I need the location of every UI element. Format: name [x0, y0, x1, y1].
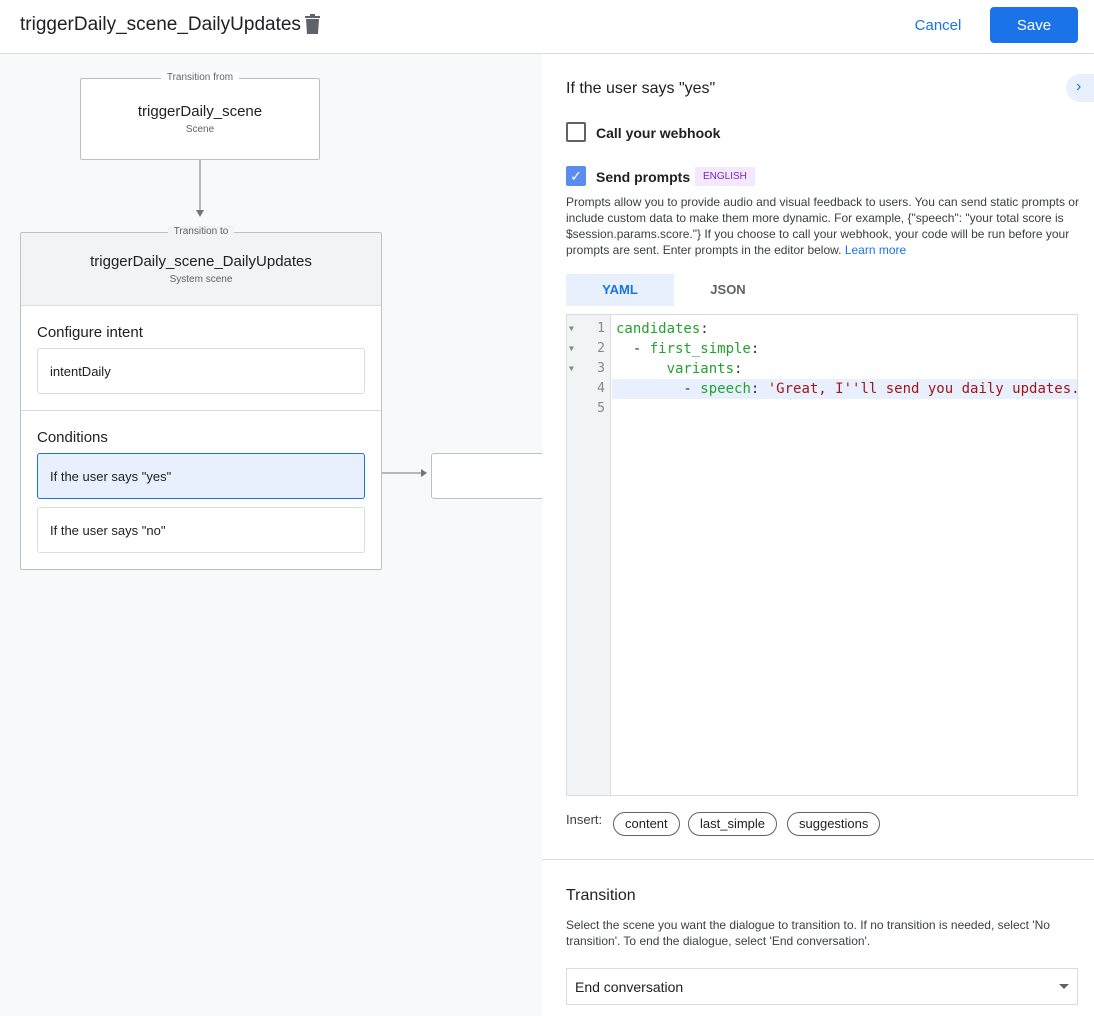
page-title: triggerDaily_scene_DailyUpdates [20, 14, 301, 35]
conditions-label: Conditions [37, 429, 108, 446]
line-gutter: ▼ 1 ▼ 2 ▼ 3 4 5 [567, 315, 611, 795]
insert-label: Insert: [566, 812, 603, 827]
webhook-label: Call your webhook [596, 125, 721, 141]
node-name: triggerDaily_scene_DailyUpdates [90, 253, 312, 270]
condition-yes[interactable]: If the user says "yes" [37, 453, 365, 499]
transition-select[interactable]: End conversation [566, 968, 1078, 1005]
chip-suggestions[interactable]: suggestions [787, 812, 881, 836]
line-number: 1 [597, 321, 605, 336]
selected-value: End conversation [575, 979, 684, 995]
chip-content[interactable]: content [613, 812, 680, 836]
legend: Transition from [160, 72, 240, 83]
send-prompts-label: Send prompts [596, 169, 691, 185]
node-type: System scene [169, 274, 233, 285]
scene-canvas: Transition from triggerDaily_scene Scene… [0, 54, 542, 1016]
tab-json[interactable]: JSON [710, 282, 746, 297]
code-line: - speech: 'Great, I''ll send you daily u… [612, 379, 1077, 399]
line-number: 2 [597, 341, 605, 356]
dropdown-arrow-icon [1059, 984, 1069, 989]
node-type: Scene [185, 124, 215, 135]
send-prompts-checkbox[interactable]: ✓ [566, 166, 586, 186]
divider [542, 859, 1094, 860]
legend: Transition to [167, 226, 235, 237]
tab-yaml[interactable]: YAML [566, 274, 674, 306]
cancel-button[interactable]: Cancel [905, 8, 971, 42]
node-name: triggerDaily_scene [137, 103, 263, 120]
panel-title: If the user says "yes" [566, 80, 716, 97]
save-button[interactable]: Save [990, 7, 1078, 43]
chip-last-simple[interactable]: last_simple [688, 812, 778, 836]
detail-panel: › If the user says "yes" Call your webho… [542, 54, 1094, 1016]
intent-item[interactable]: intentDaily [37, 348, 365, 394]
line-number: 4 [597, 381, 605, 396]
fold-icon[interactable]: ▼ [569, 364, 574, 373]
transition-description: Select the scene you want the dialogue t… [566, 918, 1050, 948]
prompts-description: Prompts allow you to provide audio and v… [566, 194, 1081, 258]
trash-icon[interactable] [304, 14, 321, 34]
code-line: candidates: [616, 321, 709, 337]
transition-from-node[interactable]: Transition from triggerDaily_scene Scene [80, 72, 320, 160]
line-number: 3 [597, 361, 605, 376]
learn-more-link[interactable]: Learn more [844, 243, 907, 257]
transition-title: Transition [566, 887, 636, 904]
chevron-right-icon[interactable]: › [1066, 74, 1094, 102]
transition-to-node: Transition to triggerDaily_scene_DailyUp… [20, 226, 382, 570]
webhook-checkbox[interactable] [566, 122, 586, 142]
target-node[interactable] [431, 453, 542, 499]
fold-icon[interactable]: ▼ [569, 344, 574, 353]
configure-intent-label: Configure intent [37, 324, 143, 341]
code-editor[interactable]: ▼ 1 ▼ 2 ▼ 3 4 5 candidates: - first_simple:… [566, 314, 1078, 796]
fold-icon[interactable]: ▼ [569, 324, 574, 333]
language-badge: ENGLISH [695, 167, 755, 186]
line-number: 5 [597, 401, 605, 416]
code-line: - first_simple: [616, 341, 760, 357]
condition-no[interactable]: If the user says "no" [37, 507, 365, 553]
code-line: variants: [666, 361, 743, 377]
header: triggerDaily_scene_DailyUpdates Cancel S… [0, 0, 1094, 54]
desc-text: Prompts allow you to provide audio and v… [566, 195, 1079, 257]
